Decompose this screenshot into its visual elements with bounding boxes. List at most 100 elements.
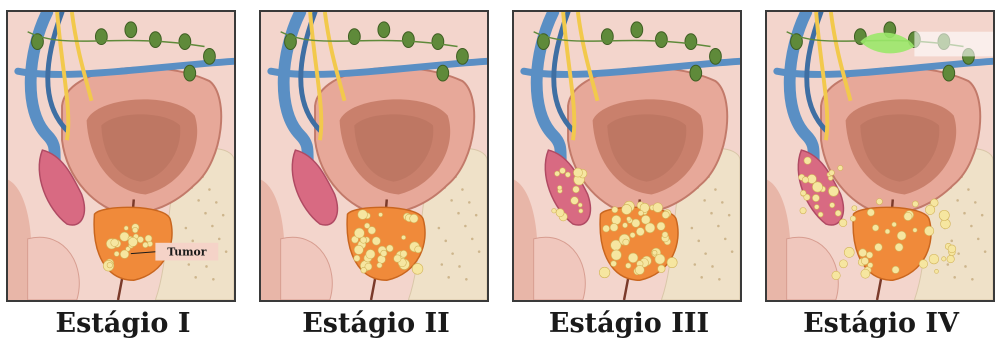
tumor-cell xyxy=(892,266,899,273)
tumor-cell xyxy=(655,254,665,264)
metastasis-glow xyxy=(914,32,993,57)
tumor-cell xyxy=(662,211,669,218)
tumor-cell xyxy=(814,205,819,210)
tumor-cell xyxy=(861,269,870,278)
tumor-cell xyxy=(838,165,843,170)
tumor-cell xyxy=(839,260,847,268)
lymph-node xyxy=(204,48,216,64)
tumor-cell xyxy=(120,232,129,241)
tumor-cell xyxy=(658,265,665,272)
tumor-cell xyxy=(579,209,583,213)
lymph-node xyxy=(437,65,449,81)
tumor-cell xyxy=(924,226,933,235)
tumor-cell xyxy=(599,267,610,278)
tumor-cell xyxy=(361,267,367,273)
stage-panel: Tumor xyxy=(6,10,236,302)
tumor-cell xyxy=(947,255,954,262)
rectum-texture xyxy=(468,201,471,204)
lymph-node xyxy=(655,32,667,48)
tumor-cell xyxy=(892,222,897,227)
tumor-cell xyxy=(939,210,949,220)
rectum-texture xyxy=(694,263,697,266)
tumor-cell xyxy=(565,172,570,177)
rectum-texture xyxy=(956,199,959,202)
tumor-cell xyxy=(904,212,912,220)
tumor-cell xyxy=(929,254,939,264)
lymph-node xyxy=(378,22,390,38)
tumor-cell xyxy=(623,239,629,245)
lymph-node xyxy=(179,34,191,50)
rectum-texture xyxy=(444,240,447,243)
rectum-texture xyxy=(718,278,721,281)
rectum-texture xyxy=(211,225,214,228)
tumor-cell xyxy=(852,206,857,211)
tumor-cell xyxy=(844,247,854,257)
tumor-cell xyxy=(919,260,927,268)
rectum-texture xyxy=(438,227,441,230)
tumor-cell xyxy=(935,269,939,273)
tumor-cell xyxy=(611,250,621,260)
tumor-cell xyxy=(557,185,562,190)
lymph-node xyxy=(149,32,161,48)
tumor-cell xyxy=(111,239,119,247)
tumor-cell xyxy=(925,205,934,214)
rectum-texture xyxy=(218,238,221,241)
rectum-texture xyxy=(717,225,720,228)
tumor-cell xyxy=(379,213,383,217)
lymph-node xyxy=(432,34,444,50)
tumor-cell xyxy=(913,228,917,232)
tumor-cell xyxy=(897,231,906,240)
lymph-node xyxy=(457,48,469,64)
tumor-cell xyxy=(410,214,418,222)
tumor-cell xyxy=(636,228,644,236)
tumor-cell xyxy=(556,209,564,217)
rectum-texture xyxy=(700,276,703,279)
rectum-texture xyxy=(970,225,973,228)
tumor-cell xyxy=(143,242,149,248)
tumor-cell xyxy=(948,245,956,253)
tumor-cell xyxy=(875,243,883,251)
tumor-cell xyxy=(829,186,839,196)
tumor-cell xyxy=(571,197,579,205)
rectum-texture xyxy=(724,238,727,241)
rectum-texture xyxy=(212,278,215,281)
tumor-cell xyxy=(876,199,882,205)
tumor-cell xyxy=(835,210,841,216)
tumor-cell xyxy=(802,177,808,183)
rectum-texture xyxy=(461,188,464,191)
lymph-node xyxy=(402,32,414,48)
tumor-cell xyxy=(662,232,668,238)
rectum-texture xyxy=(691,227,694,230)
tumor-cell xyxy=(804,157,811,164)
rectum-texture xyxy=(188,263,191,266)
tumor-cell xyxy=(552,208,557,213)
tumor-cell xyxy=(107,262,113,268)
tumor-cell xyxy=(394,255,401,262)
tumor-cell xyxy=(137,236,143,242)
tumor-cell xyxy=(818,212,823,217)
rectum-texture xyxy=(204,212,207,215)
tumor-cell xyxy=(368,227,376,235)
tumor-cell xyxy=(354,255,360,261)
lymph-node xyxy=(95,29,107,45)
stage-caption: Estágio III xyxy=(506,306,752,342)
tumor-cell xyxy=(124,226,128,230)
tumor-cell xyxy=(611,261,617,267)
rectum-texture xyxy=(703,199,706,202)
tumor-cell xyxy=(912,201,918,207)
rectum-texture xyxy=(208,188,211,191)
tumor-cell xyxy=(942,257,946,261)
stage-panel xyxy=(259,10,489,302)
rectum-texture xyxy=(222,214,225,217)
rectum-texture xyxy=(457,212,460,215)
tumor-cell xyxy=(839,219,847,227)
tumor-cell xyxy=(622,223,627,228)
tumor-cell xyxy=(128,237,137,246)
tumor-cell xyxy=(626,263,632,269)
tumor-cell xyxy=(872,225,878,232)
tumor-cell xyxy=(132,227,138,233)
stage-panel xyxy=(765,10,995,302)
tumor-cell xyxy=(386,245,393,252)
rectum-texture xyxy=(471,238,474,241)
stage-panel xyxy=(512,10,742,302)
